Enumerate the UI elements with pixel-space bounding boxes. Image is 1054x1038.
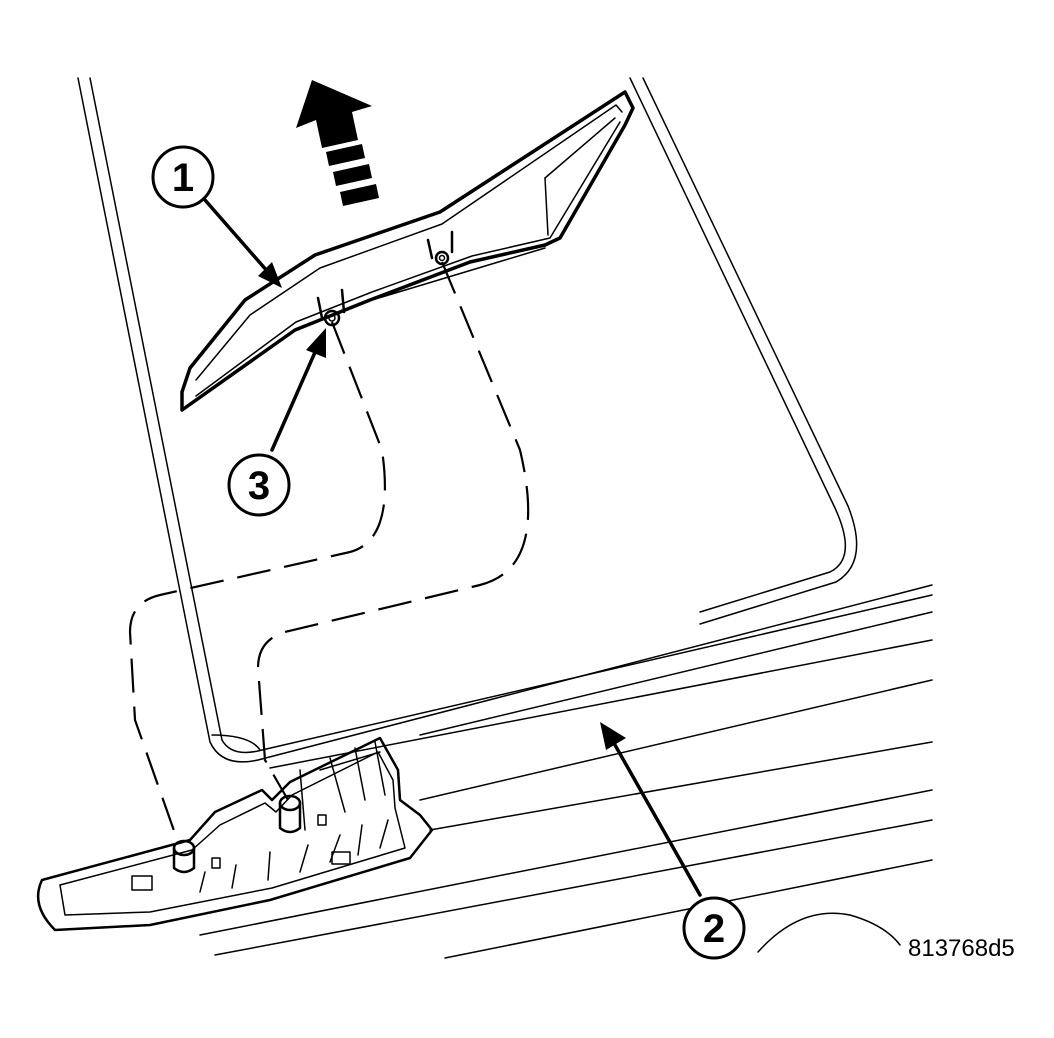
figure-id-mark: 813768d5 [757, 912, 1015, 962]
assembly-path-left [128, 321, 386, 843]
figure-id: 813768d5 [908, 935, 1015, 962]
sensor-cover [180, 90, 635, 412]
windshield-glass [77, 77, 933, 763]
callout-2: 2 [682, 896, 746, 960]
callout-1-label: 1 [172, 156, 194, 200]
header-panel [199, 611, 933, 959]
callout-2-label: 2 [703, 907, 725, 951]
leader-arrow-1 [203, 198, 282, 288]
callout-3: 3 [227, 453, 291, 517]
up-arrow-icon [296, 80, 379, 206]
mounting-bracket [36, 736, 434, 932]
assembly-path-right [256, 261, 530, 801]
callout-1: 1 [151, 145, 215, 209]
leader-arrow-2 [600, 722, 702, 897]
callout-3-label: 3 [248, 464, 270, 508]
leader-arrow-3 [270, 328, 326, 452]
